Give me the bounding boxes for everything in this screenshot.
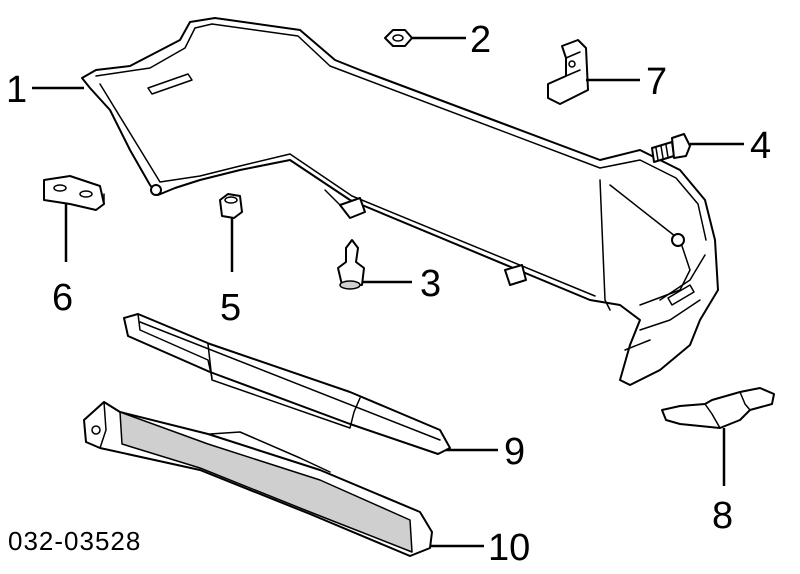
leader-lines: [32, 36, 744, 548]
push-clip-part: [337, 239, 365, 290]
callout-6: 6: [52, 277, 73, 319]
drawing-code: 032-03528: [8, 526, 141, 556]
callout-5: 5: [220, 287, 241, 329]
upper-absorber-part: [123, 313, 451, 455]
callout-9: 9: [504, 431, 525, 473]
l-bracket-part: [547, 39, 589, 105]
callout-2: 2: [470, 19, 491, 61]
callout-10: 10: [488, 527, 530, 569]
spacer-nut-part: [219, 193, 243, 219]
bumper-cover-part: [81, 17, 719, 386]
callout-7: 7: [646, 61, 667, 103]
callout-4: 4: [750, 125, 771, 167]
bracket-clip-part: [43, 175, 105, 211]
hex-nut-part: [384, 29, 413, 47]
callout-8: 8: [712, 495, 733, 537]
lower-absorber-part: [83, 401, 433, 557]
callout-1: 1: [6, 69, 27, 111]
callout-3: 3: [420, 263, 441, 305]
screw-part: [651, 133, 691, 163]
hook-bracket-part: [661, 387, 775, 429]
